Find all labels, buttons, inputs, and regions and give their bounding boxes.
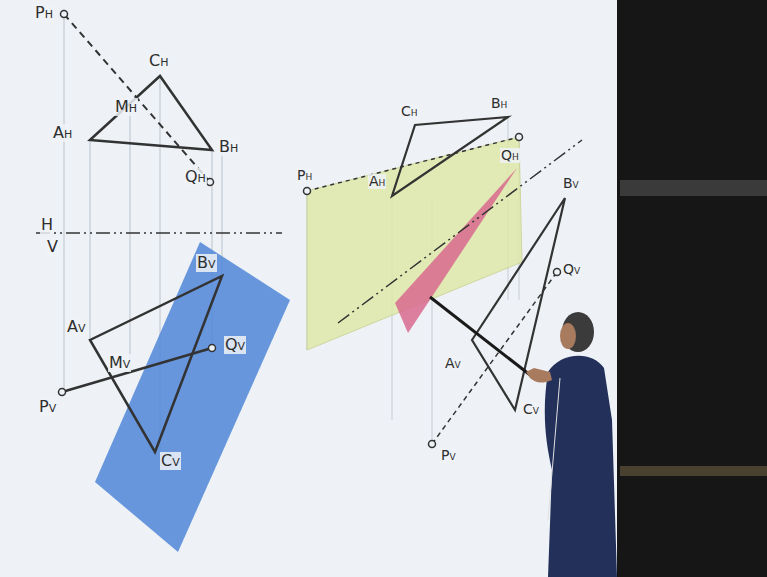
point-label: MV [108, 354, 131, 372]
point-marker [516, 134, 523, 141]
point-label: PH [296, 168, 313, 183]
lecturer-figure [430, 297, 617, 577]
dark-wall [617, 0, 767, 577]
point-marker [304, 188, 311, 195]
point-label: QH [500, 148, 520, 163]
point-marker [207, 179, 214, 186]
point-label: BH [218, 138, 239, 156]
point-label: QH [184, 168, 207, 186]
point-marker [554, 269, 561, 276]
point-label: AH [52, 124, 73, 142]
triangle-top-view [392, 117, 508, 196]
line-pq-top-view [64, 14, 210, 182]
triangle-top-view [90, 76, 212, 150]
point-label: H [40, 216, 54, 234]
reference-line [36, 232, 282, 234]
point-marker [59, 389, 66, 396]
lecturer-body [545, 356, 617, 577]
point-label: BH [490, 96, 508, 111]
point-label: V [46, 238, 59, 256]
wall-strip [620, 180, 767, 196]
line-pq-front-view [62, 348, 212, 392]
point-label: QV [562, 262, 581, 277]
point-marker [429, 441, 436, 448]
point-label: PV [38, 398, 57, 416]
point-label: CH [148, 52, 169, 70]
line-pq-front-view [432, 272, 557, 444]
point-label: AH [368, 174, 386, 189]
projection-screen [0, 0, 617, 577]
point-label: BV [562, 176, 580, 191]
microphone-cable [548, 378, 560, 520]
point-label: CV [522, 402, 540, 417]
point-label: PH [34, 4, 54, 22]
point-label: MH [114, 98, 138, 116]
point-marker [61, 11, 68, 18]
triangle-front-view [472, 198, 565, 410]
lecturer-face [560, 323, 576, 349]
point-label: AV [444, 356, 462, 371]
point-label: PV [440, 448, 457, 463]
point-label: QV [224, 336, 246, 354]
pointer-stick [430, 297, 534, 378]
line-pq-top-view [307, 137, 519, 191]
lecturer-hand [526, 368, 552, 383]
wall-strip [620, 466, 767, 476]
reference-axis [338, 140, 582, 323]
point-label: CH [400, 104, 419, 119]
cutting-plane [395, 168, 517, 333]
point-label: BV [196, 254, 217, 272]
point-label: AV [66, 318, 86, 336]
point-marker [209, 345, 216, 352]
horizontal-plane [307, 137, 522, 350]
point-label: CV [160, 452, 181, 470]
